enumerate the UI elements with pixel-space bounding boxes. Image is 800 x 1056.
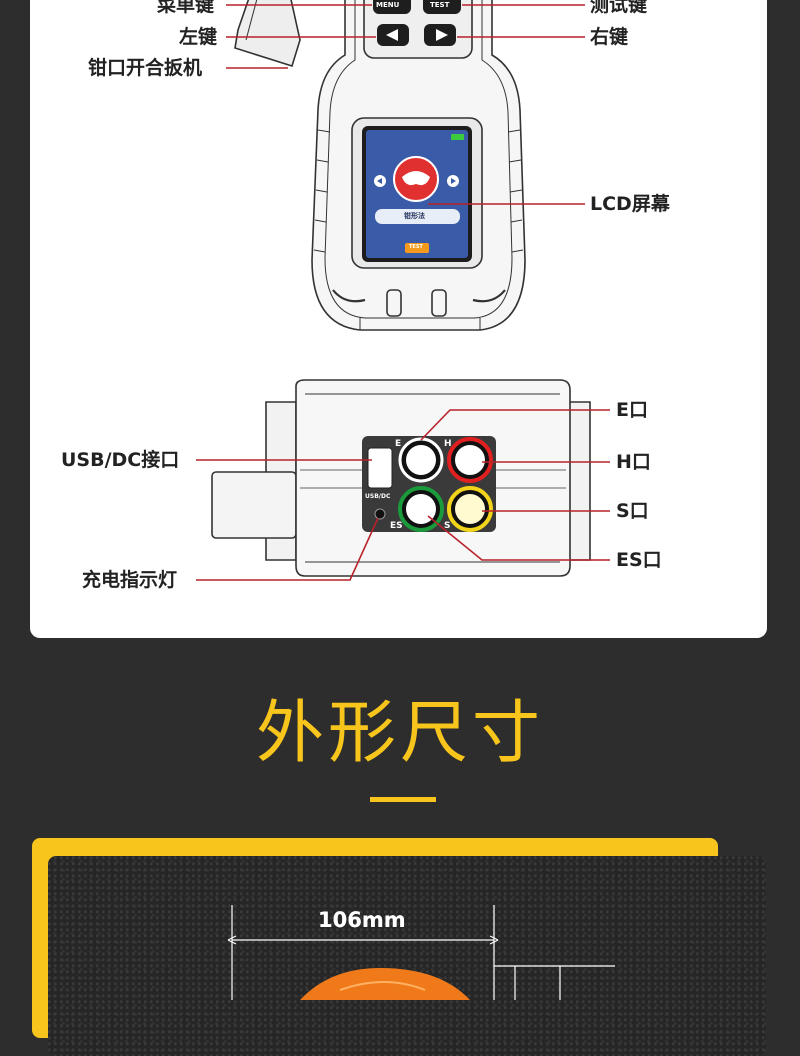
lcd-left-arrow-icon bbox=[377, 178, 382, 184]
usb-cable-plug bbox=[211, 471, 297, 539]
title-underline bbox=[370, 797, 436, 802]
callout-h-port: H口 bbox=[616, 451, 651, 473]
usb-dc-label: USB/DC bbox=[365, 493, 391, 500]
callout-jaw-trigger: 钳口开合扳机 bbox=[88, 57, 203, 79]
callout-lines bbox=[196, 4, 610, 581]
jack-h-label: H bbox=[444, 439, 452, 449]
charge-led bbox=[374, 508, 386, 520]
left-arrow-icon bbox=[386, 29, 398, 41]
device-diagram bbox=[196, 0, 615, 1000]
right-arrow-icon bbox=[436, 29, 448, 41]
lcd-mode-label: 钳形法 bbox=[404, 212, 425, 220]
callout-lcd-screen: LCD屏幕 bbox=[590, 193, 670, 215]
callout-e-port: E口 bbox=[616, 399, 648, 421]
callout-charge-indicator: 充电指示灯 bbox=[82, 569, 178, 591]
jack-e-label: E bbox=[395, 439, 402, 449]
dimension-width-label: 106mm bbox=[318, 908, 406, 932]
lcd-right-arrow-icon bbox=[451, 178, 456, 184]
callout-right-key: 右键 bbox=[590, 26, 629, 48]
callout-usb-dc-port: USB/DC接口 bbox=[61, 449, 180, 471]
menu-key-label: MENU bbox=[376, 1, 400, 9]
lcd-screen-graphic bbox=[351, 117, 483, 269]
jack-s-label: S bbox=[444, 521, 451, 531]
battery-icon bbox=[451, 134, 464, 140]
menu-key bbox=[373, 0, 411, 14]
usb-dc-socket bbox=[367, 447, 393, 489]
callout-es-port: ES口 bbox=[616, 549, 662, 571]
callout-left-key: 左键 bbox=[179, 26, 218, 48]
jaw-trigger-shape bbox=[234, 0, 301, 68]
jack-es-label: ES bbox=[390, 521, 403, 531]
lcd-test-label: TEST bbox=[409, 244, 423, 250]
callout-menu-key: 菜单键 bbox=[157, 0, 215, 16]
dimension-width-label-top: 106mm bbox=[318, 908, 406, 932]
callout-s-port: S口 bbox=[616, 500, 649, 522]
test-key-label: TEST bbox=[430, 1, 450, 9]
dimension-photo bbox=[48, 856, 766, 1056]
meter-keys bbox=[373, 0, 461, 46]
section-title: 外形尺寸 bbox=[255, 694, 544, 773]
test-key bbox=[423, 0, 461, 14]
callout-test-key: 测试键 bbox=[590, 0, 648, 16]
